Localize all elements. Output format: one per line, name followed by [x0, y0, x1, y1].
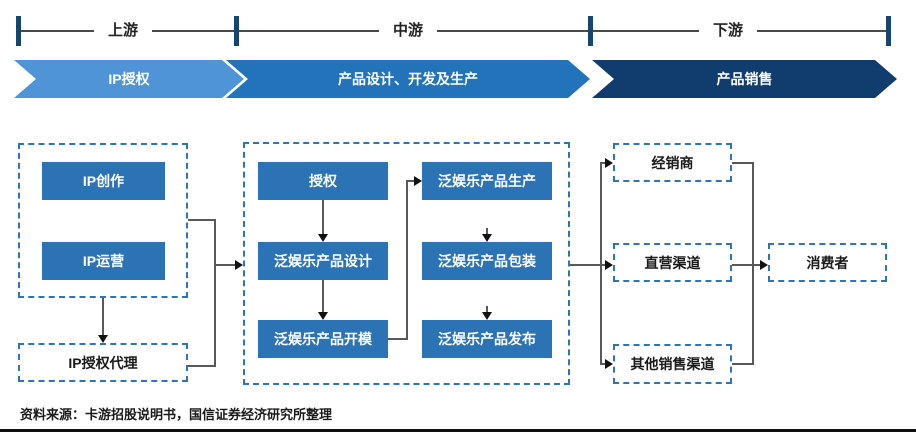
- connector-fanout-vertical: [600, 162, 602, 364]
- box-other-sales-channel: 其他销售渠道: [613, 344, 732, 384]
- box-product-molding: 泛娱乐产品开模: [258, 320, 388, 358]
- connector-molding-elbow-top: [406, 180, 416, 182]
- box-licensing: 授权: [258, 162, 388, 200]
- connector-distributor-merge: [732, 162, 754, 164]
- arrowhead-to-distributor: [605, 158, 613, 168]
- box-ip-creation: IP创作: [42, 162, 165, 200]
- connector-to-midstream: [214, 264, 236, 266]
- bottom-rule: [0, 429, 916, 432]
- source-note: 资料来源：卡游招股说明书，国信证券经济研究所整理: [20, 407, 333, 422]
- connector-bracket-vertical: [214, 219, 216, 367]
- connector-packaging-release: [486, 306, 488, 313]
- stage-tick-4: [886, 16, 891, 46]
- box-distributor: 经销商: [613, 143, 732, 182]
- connector-bracket-top: [188, 219, 216, 221]
- stage-label-downstream: 下游: [698, 21, 758, 41]
- arrowhead-to-consumer: [760, 260, 768, 270]
- connector-fanout-mid: [600, 264, 606, 266]
- box-product-packaging: 泛娱乐产品包装: [422, 242, 552, 280]
- arrowhead-to-direct-channel: [605, 260, 613, 270]
- connector-other-merge: [732, 363, 754, 365]
- stage-label-upstream: 上游: [93, 21, 153, 41]
- box-direct-channel: 直营渠道: [613, 243, 732, 282]
- box-product-release: 泛娱乐产品发布: [422, 320, 552, 358]
- connector-to-downstream: [570, 264, 602, 266]
- connector-merge-vertical: [752, 162, 754, 364]
- box-product-design: 泛娱乐产品设计: [258, 242, 388, 280]
- box-product-manufacturing: 泛娱乐产品生产: [422, 162, 552, 200]
- arrowhead-upstream-down: [98, 335, 108, 343]
- arrowhead-packaging-release: [482, 312, 492, 320]
- arrowhead-design-molding: [318, 312, 328, 320]
- connector-fanout-top: [600, 162, 606, 164]
- arrowhead-to-midstream: [235, 260, 243, 270]
- arrowhead-licensing-design: [318, 234, 328, 242]
- stage-tick-2: [234, 16, 239, 46]
- connector-fanout-bottom: [600, 363, 606, 365]
- arrowhead-to-other-channel: [605, 359, 613, 369]
- connector-to-consumer: [732, 264, 761, 266]
- box-ip-license-agent: IP授权代理: [18, 343, 188, 382]
- stage-tick-1: [16, 16, 21, 46]
- connector-molding-elbow-vertical: [406, 180, 408, 340]
- stage-tick-3: [588, 16, 593, 46]
- connector-licensing-design: [322, 200, 324, 236]
- connector-upstream-down: [102, 298, 104, 336]
- stage-label-midstream: 中游: [378, 21, 438, 41]
- flow-arrow-design-production: 产品设计、开发及生产: [226, 60, 590, 98]
- box-consumer: 消费者: [768, 243, 887, 282]
- connector-manufacturing-packaging: [486, 228, 488, 235]
- connector-molding-elbow-bottom: [388, 338, 408, 340]
- stage-ruler-line: [18, 30, 890, 32]
- connector-design-molding: [322, 280, 324, 314]
- flow-arrow-ip-licensing: IP授权: [14, 60, 244, 98]
- flow-arrow-sales: 产品销售: [592, 60, 897, 98]
- connector-bracket-bottom: [188, 365, 216, 367]
- arrowhead-molding-manufacturing: [414, 176, 422, 186]
- arrowhead-manufacturing-packaging: [482, 234, 492, 242]
- box-ip-operation: IP运营: [42, 242, 165, 280]
